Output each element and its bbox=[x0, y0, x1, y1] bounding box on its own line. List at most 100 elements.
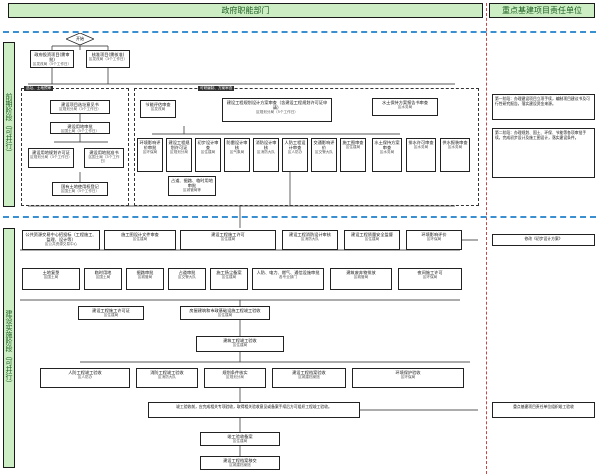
phase-separator bbox=[3, 216, 596, 218]
box-label: 环境保护验收 bbox=[395, 370, 421, 375]
box-site-selection: 建设项目选址意见书区规划分局（3个工作日） bbox=[50, 100, 110, 114]
box-completion-acceptance: 建筑工程竣工验收区住建局 bbox=[196, 336, 284, 352]
box-label: 占道、掘路、临时用地审批 bbox=[171, 178, 213, 188]
box-review-c3: 防雷设计审核区气象局 bbox=[224, 138, 250, 172]
box-completion-record: 竣工验收备案区住建局 bbox=[200, 432, 280, 446]
box-build-r2-0: 土地复垦区国土局 bbox=[22, 268, 80, 290]
box-label: 公共资源交易中心招投标（工程施工、监理、设计等） bbox=[25, 232, 97, 242]
start-label: 开始 bbox=[76, 36, 84, 41]
box-build-r1-0: 公共资源交易中心招投标（工程施工、监理、设计等）区公共资源交易中心 bbox=[22, 230, 100, 250]
box-dept: 区环保局 bbox=[142, 150, 158, 154]
box-label: 建设工程施工许可 bbox=[211, 232, 245, 237]
box-label: 消防设计审核 bbox=[255, 140, 277, 150]
box-water-d2: 供水报装审查区水务局 bbox=[440, 138, 470, 172]
box-dept: 区住建局 bbox=[217, 313, 233, 317]
box-dept: 区城管局等 bbox=[183, 188, 201, 192]
box-label: 建设工程规划许可证 bbox=[168, 140, 190, 150]
box-soil-conservation: 水土保持方案报告书审查区水务局 bbox=[372, 98, 438, 116]
box-label: 房屋建筑和市政基础设施工程竣工验收 bbox=[189, 308, 261, 313]
box-label: 土地复垦 bbox=[42, 270, 60, 275]
box-build-r2-6: 建筑废弃物排放区城管局 bbox=[330, 268, 392, 290]
box-build-r2-7: 夜间施工许可区环保局 bbox=[398, 268, 462, 290]
box-dept: 区住建局 bbox=[345, 145, 361, 149]
box-dept: 区人防办 bbox=[287, 150, 303, 154]
box-build-r1-1: 施工图设计文件审查区住建局 bbox=[104, 230, 176, 250]
box-label: 环境影响评价 bbox=[421, 232, 447, 237]
owner-note-stage1: 第一阶段：办理建设项目立项手续，编制项目建议书及可行性研究报告，落实建设资金来源… bbox=[492, 94, 595, 120]
header-gov: 政府职能部门 bbox=[8, 3, 483, 18]
box-build-r3-2: 规划条件核实区规划分局 bbox=[204, 368, 266, 388]
box-build-r1-2: 建设工程施工许可区住建局 bbox=[180, 230, 276, 250]
box-build-r3-0: 人防工程竣工验收区人防办 bbox=[40, 368, 130, 388]
build-note-design: 修改《初步设计方案》 bbox=[492, 234, 595, 246]
box-label: 核准项目(需核准) bbox=[91, 52, 125, 57]
box-dept: 区消防大队 bbox=[301, 237, 319, 241]
box-water-d1: 排水许可审查区水务局 bbox=[406, 138, 436, 172]
box-label: 人防工程竣工验收 bbox=[68, 370, 102, 375]
box-build-r2-2: 掘路审批区城管局 bbox=[126, 268, 164, 290]
box-dept: 区环保局 bbox=[400, 375, 416, 379]
box-dept: 区城管局 bbox=[137, 275, 153, 279]
box-label: 建筑废弃物排放 bbox=[346, 270, 376, 275]
box-dept: 区城建档案馆 bbox=[229, 463, 251, 467]
box-label: 建筑工程竣工验收 bbox=[223, 338, 257, 343]
box-build-r2-1: 临时用地区国土局 bbox=[84, 268, 122, 290]
box-dept: 区人防办 bbox=[77, 375, 93, 379]
box-dept: 区环保局 bbox=[422, 275, 438, 279]
column-separator bbox=[486, 3, 487, 474]
box-project-approval: 核准项目(需核准)区发改局（3个工作日） bbox=[86, 50, 130, 68]
box-label: 建设工程施工许可证 bbox=[92, 308, 130, 313]
box-dept: 区发改局 bbox=[150, 107, 166, 111]
box-build-r2-5: 人防、电力、燃气、通信设施审批各专业部门 bbox=[252, 268, 324, 290]
box-archive-transfer: 建设工程档案移交区城建档案馆 bbox=[200, 456, 280, 470]
box-dept: 区规划分局（3个工作日） bbox=[30, 155, 72, 159]
box-label: 供水报装审查 bbox=[442, 140, 468, 145]
right-group-tag: 可研编制、方案审查 bbox=[198, 86, 235, 91]
box-build-r1-5: 环境影响评价区环保局 bbox=[406, 230, 462, 250]
box-dept: 区气象局 bbox=[229, 150, 245, 154]
box-dept: 区国土局 bbox=[43, 275, 59, 279]
box-label: 建设工程档案验收 bbox=[292, 370, 326, 375]
box-label: 建设用地批准书 bbox=[89, 150, 119, 155]
box-dept: 区住建局 bbox=[221, 275, 237, 279]
header-owner: 重点基建项目责任单位 bbox=[489, 3, 595, 18]
box-label: 政府投资项目(需审批) bbox=[34, 52, 70, 62]
box-land-planning-permit: 建设用地规划许可证区规划分局（3个工作日） bbox=[28, 148, 74, 168]
box-dept: 区住建局 bbox=[364, 237, 380, 241]
box-energy-review: 节能评估审查区发改局 bbox=[140, 100, 176, 118]
box-build-r1-4: 建设工程质量安全监督区住建局 bbox=[344, 230, 400, 250]
box-review-c6: 交通影响评价区交警大队 bbox=[311, 138, 337, 172]
start-node bbox=[66, 33, 94, 45]
box-label: 规划条件核实 bbox=[222, 370, 248, 375]
box-review-c0: 环境影响评价审批区环保局 bbox=[137, 138, 163, 172]
box-dept: 区发改局（5个工作日） bbox=[32, 62, 72, 66]
box-build-r3-1: 消防工程竣工验收区消防大队 bbox=[136, 368, 198, 388]
box-dept: 区国土局（3个工作日） bbox=[88, 155, 120, 164]
box-dept: 区水务局 bbox=[397, 105, 413, 109]
box-dept: 区规划分局 bbox=[170, 150, 188, 154]
box-label: 夜间施工许可 bbox=[417, 270, 443, 275]
box-label: 施工图审查 bbox=[342, 140, 364, 145]
box-dept: 区交警大队 bbox=[178, 275, 196, 279]
box-dept: 区国土局 bbox=[95, 275, 111, 279]
box-build-r2-3: 占道审批区交警大队 bbox=[168, 268, 206, 290]
box-land-approval-doc: 建设用地批准书区国土局（3个工作日） bbox=[84, 148, 124, 168]
box-dept: 区水务局 bbox=[413, 145, 429, 149]
box-dept: 区城管局 bbox=[353, 275, 369, 279]
box-review-c2: 初步设计审查区住建局 bbox=[195, 138, 221, 172]
box-label: 建设工程消防设计审核 bbox=[289, 232, 331, 237]
box-dept: 区住建局 bbox=[232, 343, 248, 347]
box-build-r3-4: 环境保护验收区环保局 bbox=[352, 368, 464, 388]
box-label: 环境影响评价审批 bbox=[139, 140, 161, 150]
box-label: 防雷设计审核 bbox=[226, 140, 248, 150]
box-label: 国有土地使用权登记 bbox=[61, 184, 99, 189]
box-label: 建设工程规划设计方案审查（含建设工程规划许可证申请） bbox=[226, 100, 328, 110]
box-dept: 区住建局 bbox=[232, 439, 248, 443]
top-separator bbox=[3, 31, 596, 33]
box-land-approval: 建设用地审批区国土局（5个工作日） bbox=[50, 122, 110, 134]
box-dept: 区国土局（5个工作日） bbox=[60, 189, 100, 193]
box-label: 人防、电力、燃气、通信设施审批 bbox=[256, 270, 320, 275]
box-dept: 区公共资源交易中心 bbox=[44, 242, 78, 246]
box-dept: 区消防大队 bbox=[158, 375, 176, 379]
